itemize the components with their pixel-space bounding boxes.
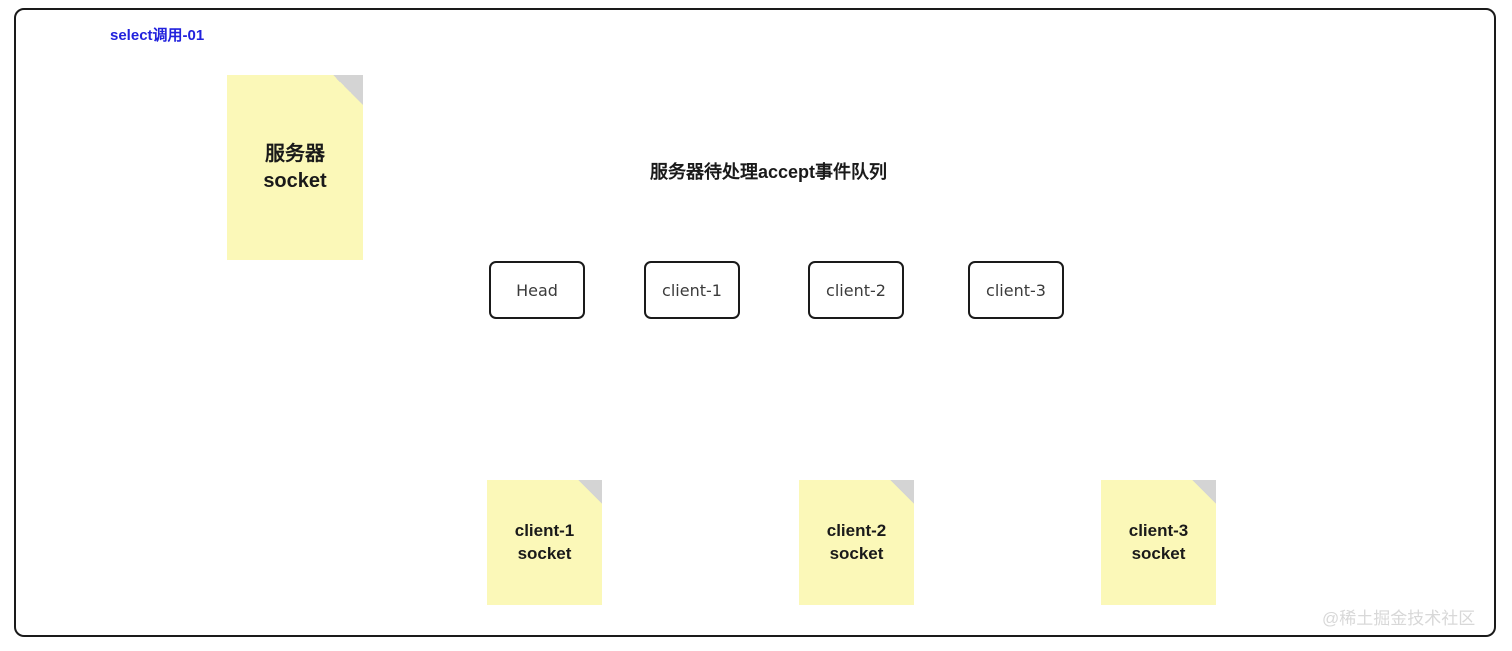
client-3-socket-note: client-3 socket — [1101, 480, 1216, 605]
client-2-socket-note: client-2 socket — [799, 480, 914, 605]
client-1-socket-note: client-1 socket — [487, 480, 602, 605]
diagram-title: select调用-01 — [110, 27, 205, 44]
client-1-socket-note-line1: client-1 — [514, 520, 575, 540]
accept-queue-label: 服务器待处理accept事件队列 — [650, 162, 888, 182]
page-fold-icon — [1192, 480, 1216, 504]
client-3-socket-note-line2: socket — [1131, 543, 1186, 563]
page-fold-icon — [333, 75, 363, 105]
server-socket-note-line1: 服务器 — [265, 142, 325, 165]
watermark: @稀土掘金技术社区 — [1322, 609, 1476, 628]
queue-node-client-2: client-2 — [808, 261, 904, 319]
server-socket-note-line2: socket — [263, 169, 327, 192]
queue-node-client-1: client-1 — [644, 261, 740, 319]
page-fold-icon — [578, 480, 602, 504]
client-3-socket-note-line1: client-3 — [1128, 520, 1189, 540]
queue-node-head: Head — [489, 261, 585, 319]
client-2-socket-note-line1: client-2 — [826, 520, 887, 540]
server-socket-note: 服务器 socket — [227, 75, 363, 260]
client-1-socket-note-line2: socket — [517, 543, 572, 563]
page-fold-icon — [890, 480, 914, 504]
client-2-socket-note-line2: socket — [829, 543, 884, 563]
queue-node-client-3: client-3 — [968, 261, 1064, 319]
